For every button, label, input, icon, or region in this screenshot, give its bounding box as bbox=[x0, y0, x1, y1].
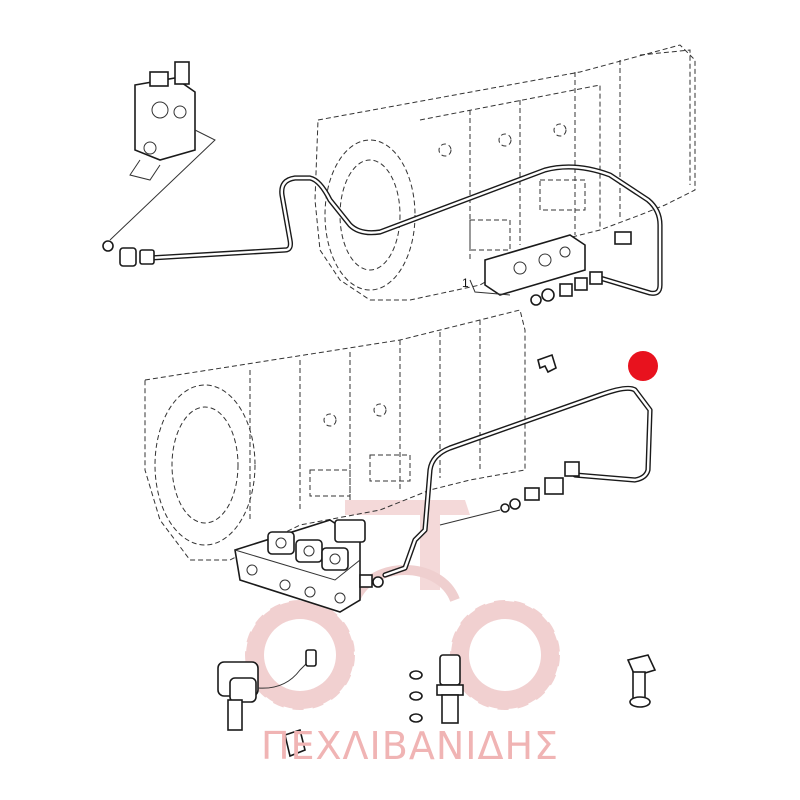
logo-tractor-body bbox=[345, 500, 470, 590]
lower-hydraulic-pipe bbox=[382, 385, 653, 578]
banjo-fitting-with-seals bbox=[409, 654, 464, 724]
callout-leader-line bbox=[469, 279, 511, 296]
nut-part bbox=[284, 728, 306, 758]
logo-gear-left bbox=[245, 600, 355, 710]
gear-tractor-logo-icon bbox=[245, 500, 560, 710]
upper-hydraulic-pipe bbox=[147, 164, 663, 296]
top-distributor-valve bbox=[129, 61, 196, 181]
upper-pipe-left-fittings bbox=[102, 240, 155, 267]
highlight-marker-dot bbox=[628, 351, 658, 381]
logo-gear-right bbox=[450, 600, 560, 710]
pipe-clip bbox=[537, 353, 557, 374]
part-callout-number: 1 bbox=[462, 276, 469, 290]
watermark-brand-text: ΠΕΧΛΙΒΑΝΙΔΗΣ bbox=[260, 724, 560, 768]
bolt-with-washer bbox=[626, 654, 657, 708]
solenoid-coil-with-wire bbox=[217, 649, 317, 731]
lower-pipe-right-fittings bbox=[500, 461, 580, 513]
upper-pipe-right-fittings bbox=[530, 231, 632, 306]
valve-bank-side-fittings bbox=[334, 519, 384, 588]
top-leader-line bbox=[109, 129, 216, 241]
solenoid-valve-bank bbox=[234, 519, 361, 613]
solenoid-coils bbox=[267, 531, 349, 571]
upper-control-valve bbox=[484, 234, 586, 296]
lower-leader-line bbox=[439, 509, 501, 526]
